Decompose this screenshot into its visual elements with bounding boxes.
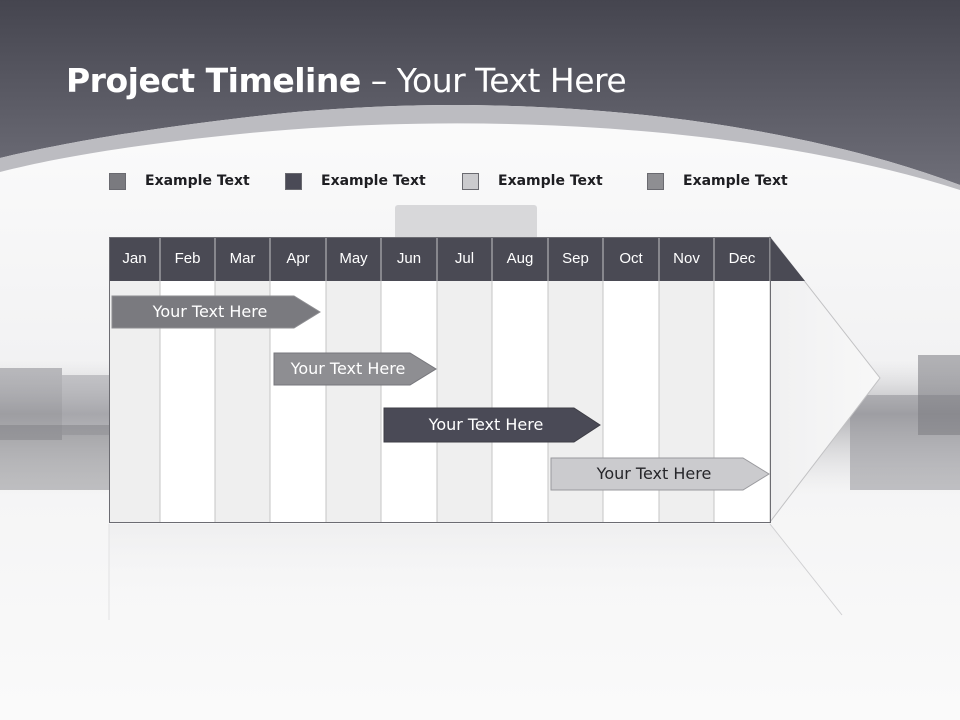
month-label-jul: Jul [454, 250, 475, 267]
month-label-may: May [339, 250, 368, 267]
legend-item-2: Example Text [285, 170, 426, 192]
task-bar-2 [273, 352, 437, 386]
month-label-nov: Nov [673, 250, 700, 267]
legend-label: Example Text [683, 173, 788, 189]
page-title: Project Timeline – Your Text Here [66, 58, 627, 104]
legend-label: Example Text [321, 173, 426, 189]
reflection-edge [769, 523, 843, 616]
task-bar-3 [383, 407, 601, 443]
month-label-dec: Dec [728, 250, 756, 267]
title-subtitle: – Your Text Here [360, 61, 627, 100]
legend-label: Example Text [145, 173, 250, 189]
month-label-sep: Sep [562, 250, 589, 267]
month-label-aug: Aug [506, 250, 534, 267]
month-column [381, 281, 437, 522]
header-arrow-tip [770, 237, 805, 281]
task-label-3: Your Text Here [428, 415, 544, 434]
title-bold: Project Timeline [66, 61, 361, 100]
task-label-2: Your Text Here [290, 359, 406, 378]
month-column [326, 281, 381, 522]
task-bar-4 [550, 457, 770, 491]
task-label-4: Your Text Here [596, 464, 712, 483]
timeline-reflection [109, 524, 842, 620]
month-label-feb: Feb [174, 250, 201, 267]
month-column [437, 281, 492, 522]
month-label-jun: Jun [396, 250, 422, 267]
legend-item-4: Example Text [647, 170, 788, 192]
month-label-jan: Jan [122, 250, 147, 267]
legend-swatch [462, 172, 479, 190]
task-bar-1 [111, 295, 321, 329]
month-label-oct: Oct [619, 250, 643, 267]
legend-item-3: Example Text [462, 170, 603, 192]
month-column [492, 281, 548, 522]
month-label-mar: Mar [229, 250, 256, 267]
legend-label: Example Text [498, 173, 603, 189]
legend-item-1: Example Text [109, 170, 250, 192]
month-header-row [109, 237, 770, 281]
timeline-border [109, 237, 771, 523]
legend-swatch [109, 172, 126, 190]
month-label-apr: Apr [286, 250, 310, 267]
task-label-1: Your Text Here [152, 302, 268, 321]
legend-swatch [285, 172, 302, 190]
legend-swatch [647, 172, 664, 190]
